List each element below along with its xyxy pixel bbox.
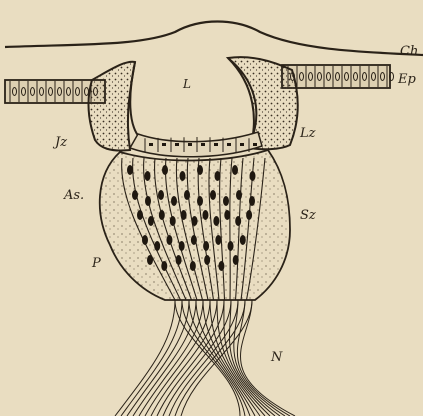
chorion-line <box>5 22 423 56</box>
label-l: L <box>183 77 191 91</box>
label-ch: Ch <box>400 44 418 59</box>
label-lz: Lz <box>300 126 315 141</box>
label-ep: Ep <box>398 72 416 87</box>
lateral-zone-left <box>88 62 135 151</box>
label-sz: Sz <box>300 208 316 223</box>
label-as: As. <box>64 188 84 203</box>
nerve-fibers <box>115 300 295 416</box>
label-jz: Jz <box>55 135 67 150</box>
label-p: P <box>92 256 101 271</box>
epithelium-right <box>282 65 394 88</box>
lining-cells <box>130 132 262 157</box>
lateral-zone-right <box>228 57 298 149</box>
label-n: N <box>271 350 282 365</box>
cavity-outline <box>130 58 256 147</box>
